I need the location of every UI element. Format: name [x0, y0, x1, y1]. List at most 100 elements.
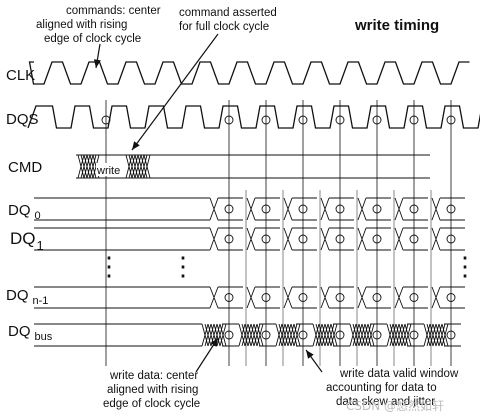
dqbus-sample-marker — [335, 330, 345, 340]
cmd-hatch-right — [140, 154, 148, 179]
dq0-sample-marker — [335, 204, 345, 214]
annotation-command-asserted: command asserted for full clock cycle — [179, 7, 280, 33]
dqbus-hatch — [275, 323, 283, 347]
arrow-write-data-center-head — [210, 338, 218, 347]
dqbus-hatch — [201, 323, 209, 347]
dqbus-hatch — [364, 323, 372, 347]
dqn-eyes — [209, 286, 465, 309]
dqbus-hatch — [423, 323, 431, 347]
dqbus-hatch — [367, 323, 375, 347]
dqbus-hatch — [281, 323, 289, 347]
dqbus-hatch — [207, 323, 215, 347]
dqbus-sample-marker — [298, 330, 308, 340]
dqbus-hatch — [392, 323, 400, 347]
dqbus-hatch — [395, 323, 403, 347]
dqbus-hatch — [352, 323, 360, 347]
cmd-label-bg — [96, 163, 126, 176]
dqn-sample-marker — [335, 293, 345, 302]
cmd-hatch-right — [128, 154, 136, 179]
dqbus-hatch — [432, 323, 440, 347]
ellipsis-middle: ⋮ — [170, 251, 196, 281]
dqbus-hatch — [404, 323, 412, 347]
dqn-sample-marker — [224, 293, 234, 302]
dqs-waveform — [27, 105, 480, 129]
dq1-sample-marker — [446, 234, 456, 244]
dqbus-hatch — [312, 323, 320, 347]
cmd-hatch-left — [77, 154, 85, 179]
annotation-write-data-center: write data: center aligned with rising e… — [103, 370, 202, 410]
dqbus-hatch — [284, 323, 292, 347]
watermark: CSDN @悠然如轩 — [346, 398, 444, 413]
dq1-sample-marker — [409, 234, 419, 244]
dqbus-hatch — [398, 323, 406, 347]
dqbus-hatch — [278, 323, 286, 347]
dqbus-hatch — [315, 323, 323, 347]
cmd-hatch-left — [80, 154, 88, 179]
dqbus-hatch — [435, 323, 443, 347]
dqbus-hatch — [247, 323, 255, 347]
dq0-eyes — [209, 197, 465, 221]
dqbus-hatch — [250, 323, 258, 347]
dqbus-hatch — [219, 323, 227, 347]
annotation-commands-center: commands: center aligned with rising edg… — [36, 5, 164, 45]
dq0-sample-marker — [298, 204, 308, 214]
ellipsis-right: ⋮ — [452, 251, 478, 281]
signal-label-dqs: DQS — [6, 111, 39, 128]
cmd-hatch-right — [143, 154, 151, 179]
dqn-sample-marker — [298, 293, 308, 302]
dq1-sample-marker — [298, 234, 308, 244]
arrow-command-asserted-head — [132, 141, 140, 150]
dqn-sample-marker — [372, 293, 382, 302]
ellipsis-left: ⋮ — [96, 251, 122, 281]
dqbus-sample-marker — [409, 330, 419, 340]
dqbus-hatch — [238, 323, 246, 347]
dq0-sample-marker — [446, 204, 456, 214]
dqbus-hatch — [324, 323, 332, 347]
dqbus-hatch — [386, 323, 394, 347]
dqbus-hatch — [216, 323, 224, 347]
dqbus-hatch — [349, 323, 357, 347]
dqn-sample-marker — [261, 293, 271, 302]
dqbus-sample-marker — [224, 330, 234, 340]
cmd-hatch-left — [83, 154, 91, 179]
cmd-hatch-left — [89, 154, 97, 179]
dqn-sample-marker — [446, 293, 456, 302]
cmd-hatch-left — [86, 154, 94, 179]
dqbus-hatch — [441, 323, 449, 347]
signal-label-dq1: DQ1 — [10, 229, 44, 253]
dqbus-hatch — [401, 323, 409, 347]
arrow-commands-center-head — [93, 59, 101, 68]
dq1-eyes — [209, 227, 465, 251]
dqbus-hatch — [253, 323, 261, 347]
dqbus-hatch — [426, 323, 434, 347]
dq0-sample-marker — [372, 204, 382, 214]
dq1-sample-marker — [261, 234, 271, 244]
dqbus-hatch — [290, 323, 298, 347]
signal-label-clk: CLK — [6, 67, 35, 84]
arrow-valid-window-head — [306, 350, 314, 359]
annotation-valid-window: write data valid window accounting for d… — [326, 368, 461, 408]
dqbus-hatch — [241, 323, 249, 347]
dqbus-hatch — [287, 323, 295, 347]
dqbus-hatch — [358, 323, 366, 347]
dqbus-hatch — [318, 323, 326, 347]
dq0-sample-marker — [409, 204, 419, 214]
dqbus-hatch — [361, 323, 369, 347]
dqbus-hatch — [429, 323, 437, 347]
dqbus-hatch — [438, 323, 446, 347]
arrow-command-asserted — [131, 33, 219, 151]
diagram-title: write timing — [354, 17, 439, 34]
cmd-hatch-right — [137, 154, 145, 179]
dq1-sample-marker — [335, 234, 345, 244]
dqbus-hatch — [256, 323, 264, 347]
dqbus-hatch — [389, 323, 397, 347]
dqbus-hatch — [327, 323, 335, 347]
dqbus-hatch — [244, 323, 252, 347]
dqbus-sample-marker — [372, 330, 382, 340]
signal-label-cmd: CMD — [8, 159, 42, 176]
dqn-sample-marker — [409, 293, 419, 302]
